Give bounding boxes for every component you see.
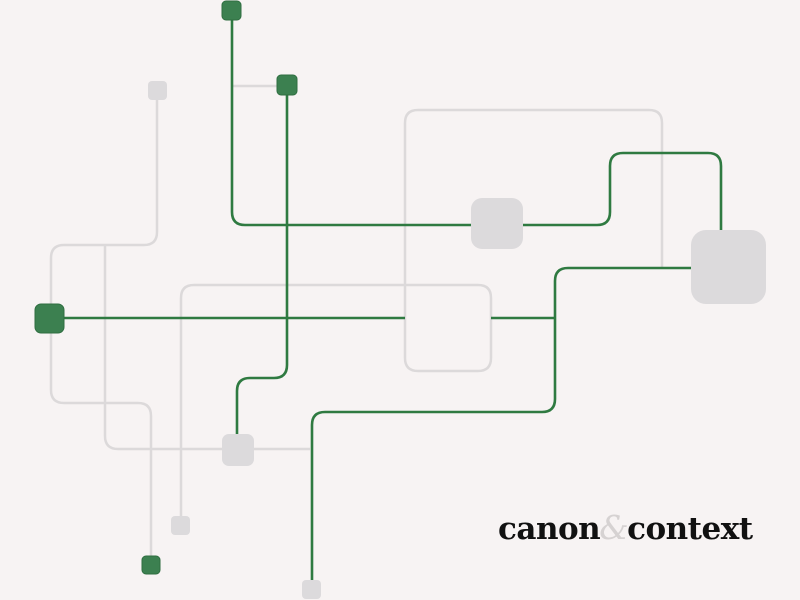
gray-node-small-top — [148, 81, 167, 100]
brand-logo: canon&context — [498, 508, 753, 547]
gray-node-mid-bottom — [222, 434, 254, 466]
brand-word-context: context — [627, 511, 753, 547]
green-node-bottom — [141, 555, 161, 575]
gray-node-edge-bottom — [302, 580, 321, 599]
gray-node-large-right — [691, 230, 766, 304]
gray-node-small-bottom — [171, 516, 190, 535]
brand-ampersand: & — [599, 508, 629, 547]
gray-connectors — [49, 84, 664, 565]
green-connectors — [49, 10, 723, 590]
brand-word-canon: canon — [498, 511, 601, 547]
green-node-left — [34, 303, 65, 334]
green-node-top — [221, 0, 242, 21]
green-node-upper — [276, 74, 298, 96]
nodes — [34, 0, 766, 599]
gray-node-center — [471, 198, 523, 249]
